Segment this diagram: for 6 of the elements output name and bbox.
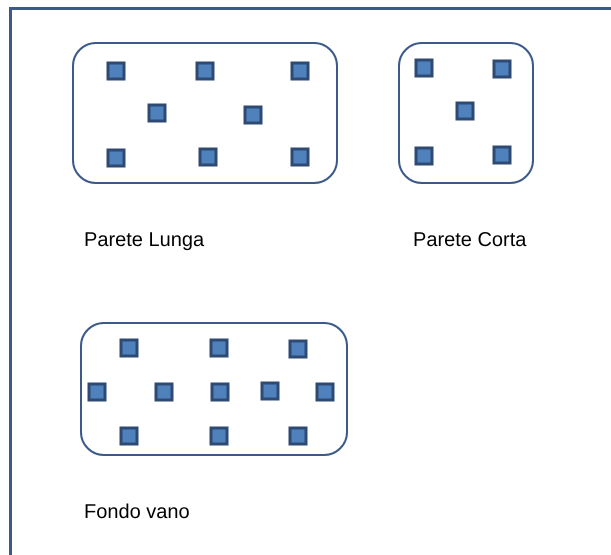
node-label: Fondo vano (84, 501, 190, 524)
node-label: Parete Corta (413, 229, 526, 252)
rounded-box (72, 42, 338, 184)
rounded-box (398, 42, 534, 184)
node-label: Parete Lunga (84, 229, 204, 252)
rounded-box (80, 322, 348, 456)
